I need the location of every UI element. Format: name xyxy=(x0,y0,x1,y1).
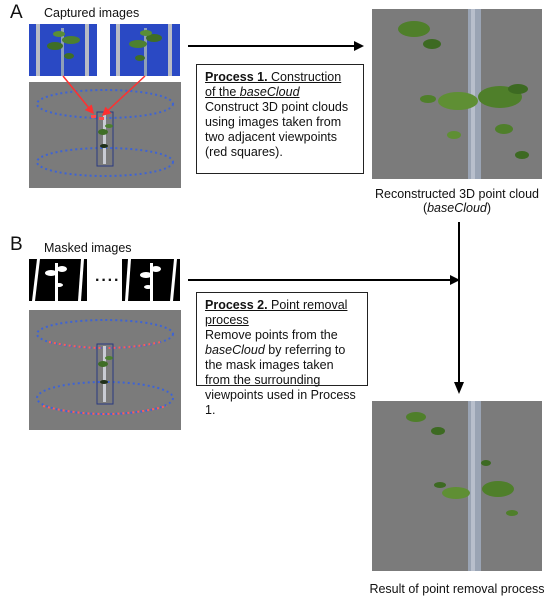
panel-letter-a: A xyxy=(10,2,23,23)
process-2-body: Remove points from the baseCloud by refe… xyxy=(205,328,356,417)
viewpoint-diagram-a xyxy=(29,82,181,188)
process-2-arrow xyxy=(188,275,460,285)
captured-image-1 xyxy=(29,24,97,76)
point-removal-caption: Result of point removal process xyxy=(369,582,545,596)
captured-images-label: Captured images xyxy=(44,6,140,20)
viewpoint-diagram-b xyxy=(29,310,181,430)
down-arrow xyxy=(454,222,464,394)
mask-image-1 xyxy=(29,259,87,301)
ellipsis-dots: ···· xyxy=(95,272,121,289)
viewpoint-link-arrows xyxy=(62,75,146,117)
reconstructed-point-cloud-image xyxy=(372,9,542,179)
point-removal-result-image xyxy=(372,401,542,571)
process-1-body: Construct 3D point clouds using images t… xyxy=(205,100,349,159)
process-2-box: Process 2. Point removal process Remove … xyxy=(196,292,368,417)
process-1-box: Process 1. Construction of the baseCloud… xyxy=(196,64,364,174)
reconstructed-caption: Reconstructed 3D point cloud (baseCloud) xyxy=(375,187,539,215)
process-1-title: Process 1. Construction of the baseCloud xyxy=(205,70,342,99)
process-2-title: Process 2. Point removal process xyxy=(205,298,348,327)
captured-image-2 xyxy=(110,24,180,76)
process-1-arrow xyxy=(188,41,364,51)
mask-image-2 xyxy=(122,259,180,301)
panel-letter-b: B xyxy=(10,234,23,255)
masked-images-label: Masked images xyxy=(44,241,132,255)
